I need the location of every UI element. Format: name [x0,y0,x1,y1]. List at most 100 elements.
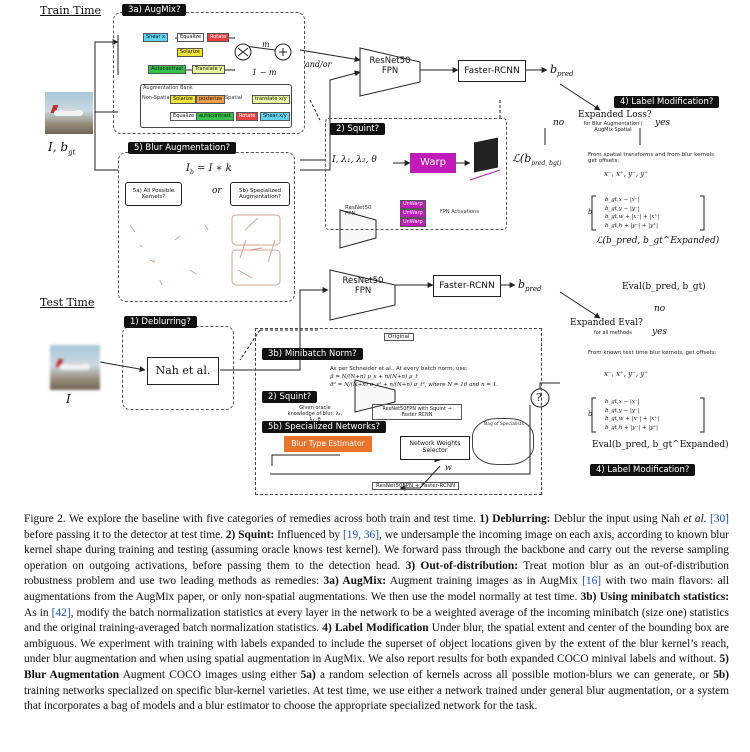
expanded-loss-note: for Blur Augmentation / AugMix Spatial [583,121,643,133]
squint-resnet-fpn: ResNet50 FPN [345,205,372,217]
citation-16[interactable]: [16] [582,575,602,588]
augmentation-bank [140,84,292,128]
citation-30[interactable]: [30] [709,513,729,525]
caption-minibatch: As in [24,606,49,619]
fpn-activations-label: FPN Activations [440,209,479,215]
augmix-region [113,12,305,134]
caption-squint-2: , we undersample the incoming image on e… [24,528,729,572]
augmix-chip-shear: Shear x [143,33,169,42]
caption-deblurring-2: before passing it to the detector at tes… [24,528,223,541]
and-or-label: and/or [305,60,332,69]
bank-chip-autocontrast: autocontrast [196,112,234,121]
all-kernels-box: 5a) All Possible Kernels? [125,182,182,206]
expanded-eval-question: Expanded Eval? [570,318,644,328]
augmix-chip-translate-y: Translate y [192,65,226,74]
bank-chip-equalize: Equalize [170,112,198,121]
augmentation-bank-title: Augmentation Bank [143,85,193,91]
caption-augmix: Augment training images as in AugMix [389,575,578,588]
eval-no: no [654,304,666,314]
test-faster-rcnn: Faster-RCNN [433,275,501,297]
warp-box: Warp [410,153,456,173]
caption-blur-aug: Augment COCO images using either [122,668,297,681]
caption-deblurring: Deblur the input using Nah [553,513,680,525]
original-box: Original [384,333,414,341]
w-label: w [445,463,452,472]
specialized-augmentation-box: 5b) Specialized Augmentation? [230,182,290,206]
augmix-chip-rotate: Rotate [207,33,230,42]
bank-chip-rotate: Rotate [236,112,259,121]
expanded-eval-note: for all methods [594,330,632,336]
augmentation-bank-nonspatial: Non-Spatial [142,95,171,101]
train-input-label: I, bgt [48,140,76,157]
caption-5b: training networks specialized on specifi… [24,684,729,713]
blur-type-estimator: Blur Type Estimator [284,436,372,452]
squint-params: I, λ₁, λ₂, θ [332,155,377,165]
test-input-image [50,345,100,390]
bag-of-specialists-label: Bag of Specialists [484,422,524,427]
figure-connectors [94,35,705,491]
unwarp-1: UnWarp [400,200,426,209]
test-offsets: x⁻, x⁺, y⁻, y⁺ [604,370,648,378]
expanded-label-top: b [588,208,593,216]
bank-chip-translate: translate x/y [252,95,290,104]
label-modification-tag-top[interactable]: 4) Label Modification? [614,96,720,108]
augmix-tag[interactable]: 3a) AugMix? [122,4,187,16]
schneider-note: As per Schneider et al., At every batch … [330,366,468,372]
blur-equation: Ib = I ∗ k [186,163,232,176]
caption-h-minibatch: 3b) Using minibatch statistics: [580,590,729,603]
deblurring-tag[interactable]: 1) Deblurring? [124,316,197,328]
expanded-matrix-top: b_gt,x − |x⁻|b_gt,y − |y⁻|b_gt,w + |x⁻| … [605,197,660,229]
loss-expanded: ℒ(b_pred, b_gt^Expanded) [596,236,720,246]
caption-squint: Influenced by [277,528,341,541]
caption-h-5a: 5a) [300,668,316,681]
bank-chip-solarize: Solarize [170,95,196,104]
eval-expanded: Eval(b_pred, b_gt^Expanded) [592,440,729,450]
caption-h-blur-aug: 5) Blur Augmentation [24,653,729,681]
loss-yes: yes [655,118,671,128]
eval-plain: Eval(b_pred, b_gt) [622,282,706,292]
caption-etal: et al. [683,513,707,525]
specialized-networks-tag[interactable]: 5b) Specialized Networks? [262,421,387,433]
squint-region [325,118,507,230]
augmentation-bank-spatial: Spatial [225,95,243,101]
expanded-matrix-bottom: b_gt,x − |x⁻|b_gt,y − |y⁻|b_gt,w + |x⁻| … [605,399,660,431]
squint-test-tag[interactable]: 2) Squint? [262,391,318,403]
label-modification-tag-bottom[interactable]: 4) Label Modification? [590,464,696,476]
eval-yes: yes [652,327,668,337]
caption-h-label-mod: 4) Label Modification [322,622,429,635]
loss-plain: ℒ(bpred, bgt) [512,152,562,168]
warped-image [474,137,498,173]
test-resnet-fpn: ResNet50 FPN [342,276,384,296]
train-resnet-fpn: ResNet50 FPN [369,56,411,76]
final-rcnn-box: ResNet50FPN + Faster-RCNN [372,482,460,490]
expanded-label-bottom: b [588,410,593,418]
caption-label-mod: Under blur, the spatial extent and cente… [24,622,729,666]
citation-19-36[interactable]: [19, 36] [342,528,380,541]
test-offsets-note: From known test time blur kernels, get o… [588,350,717,356]
test-input-label: I [66,392,71,406]
unwarp-3: UnWarp [400,218,426,227]
expanded-loss-question: Expanded Loss? [578,110,652,120]
question-mark: ? [536,391,542,404]
squint-rcnn-box: ResNet50FPN with Squint → Faster RCNN [372,404,462,420]
schneider-eq-2: σ̄² = N/(N+n) σ_s² + n/(N+n) σ_t², where… [330,382,498,388]
test-remedies-region [255,328,542,495]
caption-5a: a random selection of kernels across all… [319,668,709,681]
bank-chip-shear: Shear x/y [260,112,290,121]
augmix-chip-solarize: Solarize [177,48,203,57]
figure-caption: Figure 2. We explore the baseline with f… [24,512,729,715]
schneider-eq-1: μ̄ = N/(N+n) μ_s + n/(N+n) μ_t [330,374,418,380]
caption-h-augmix: 3a) AugMix: [323,575,387,588]
spatial-offsets-note: From spatial transforms and from blur ke… [588,152,714,164]
minibatch-norm-tag[interactable]: 3b) Minibatch Norm? [262,348,363,360]
blur-or: or [212,186,222,196]
caption-ood: Treat motion blur as an out-of-distribut… [24,559,729,588]
citation-42[interactable]: [42] [51,606,71,619]
train-input-image [45,92,93,134]
blur-augmentation-tag[interactable]: 5) Blur Augmentation? [128,142,237,154]
caption-minibatch-2: , modify the batch normalization statist… [24,606,729,635]
squint-tag[interactable]: 2) Squint? [330,123,386,135]
augmix-m: m [262,40,270,49]
spatial-offsets: x⁻, x⁺, y⁻, y⁺ [604,170,648,178]
caption-augmix-2: with two main flavors: all augmentations… [24,575,730,603]
